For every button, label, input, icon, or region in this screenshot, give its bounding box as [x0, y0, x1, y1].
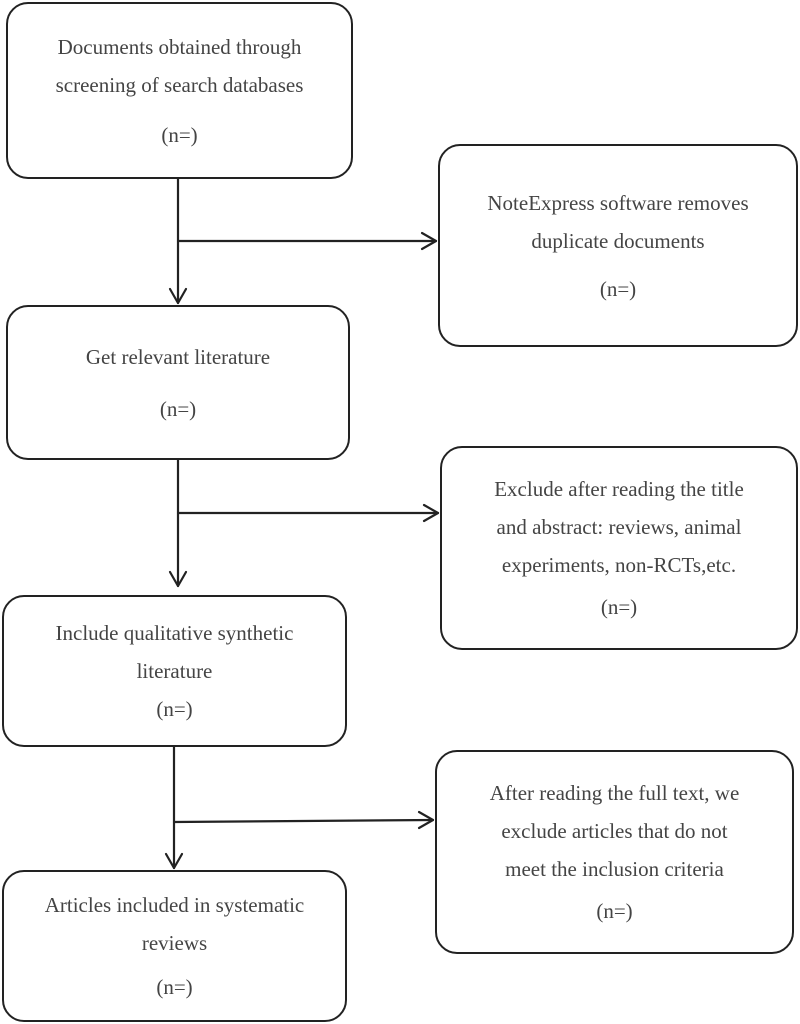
connector-branch-3 — [172, 818, 435, 824]
arrowhead-branch-2 — [422, 503, 440, 523]
box-text-line: After reading the full text, we — [489, 781, 740, 805]
box-text-line: Exclude after reading the title — [494, 477, 744, 501]
count-label: (n=) — [600, 595, 638, 619]
arrowhead-2-3 — [168, 570, 188, 588]
box-text-line: experiments, non-RCTs,etc. — [501, 553, 737, 577]
box-text-line: Articles included in systematic — [44, 893, 305, 917]
count-label: (n=) — [161, 122, 198, 147]
box-text-line: and abstract: reviews, animal — [496, 515, 742, 539]
box-text-line: meet the inclusion criteria — [505, 857, 724, 881]
box-exclude-full-text: After reading the full text, we exclude … — [435, 750, 794, 954]
box-text-line: duplicate documents — [531, 228, 705, 253]
box-text-line: Include qualitative synthetic — [55, 621, 294, 645]
box-exclude-title-abstract: Exclude after reading the title and abst… — [440, 446, 798, 650]
box-text-line: reviews — [141, 931, 208, 955]
count-label: (n=) — [599, 276, 637, 301]
box-qualitative-synthesis: Include qualitative synthetic literature… — [2, 595, 347, 747]
box-articles-included: Articles included in systematic reviews … — [2, 870, 347, 1022]
count-label: (n=) — [159, 396, 197, 421]
box-relevant-literature: Get relevant literature (n=) — [6, 305, 350, 460]
box-text-line: Documents obtained through — [57, 34, 302, 59]
count-label: (n=) — [596, 899, 633, 923]
box-text-line: screening of search databases — [55, 72, 304, 97]
box-text-line: literature — [136, 659, 213, 683]
arrowhead-1-2 — [168, 287, 188, 305]
box-documents-obtained: Documents obtained through screening of … — [6, 2, 353, 179]
arrowhead-branch-1 — [420, 231, 438, 251]
arrowhead-3-4 — [164, 852, 184, 870]
box-text-line: NoteExpress software removes — [487, 190, 749, 215]
count-label: (n=) — [156, 697, 193, 721]
count-label: (n=) — [156, 975, 193, 999]
box-remove-duplicates: NoteExpress software removes duplicate d… — [438, 144, 798, 347]
box-text-line: exclude articles that do not — [501, 819, 728, 843]
arrowhead-branch-3 — [417, 810, 435, 830]
box-text-line: Get relevant literature — [85, 344, 271, 369]
